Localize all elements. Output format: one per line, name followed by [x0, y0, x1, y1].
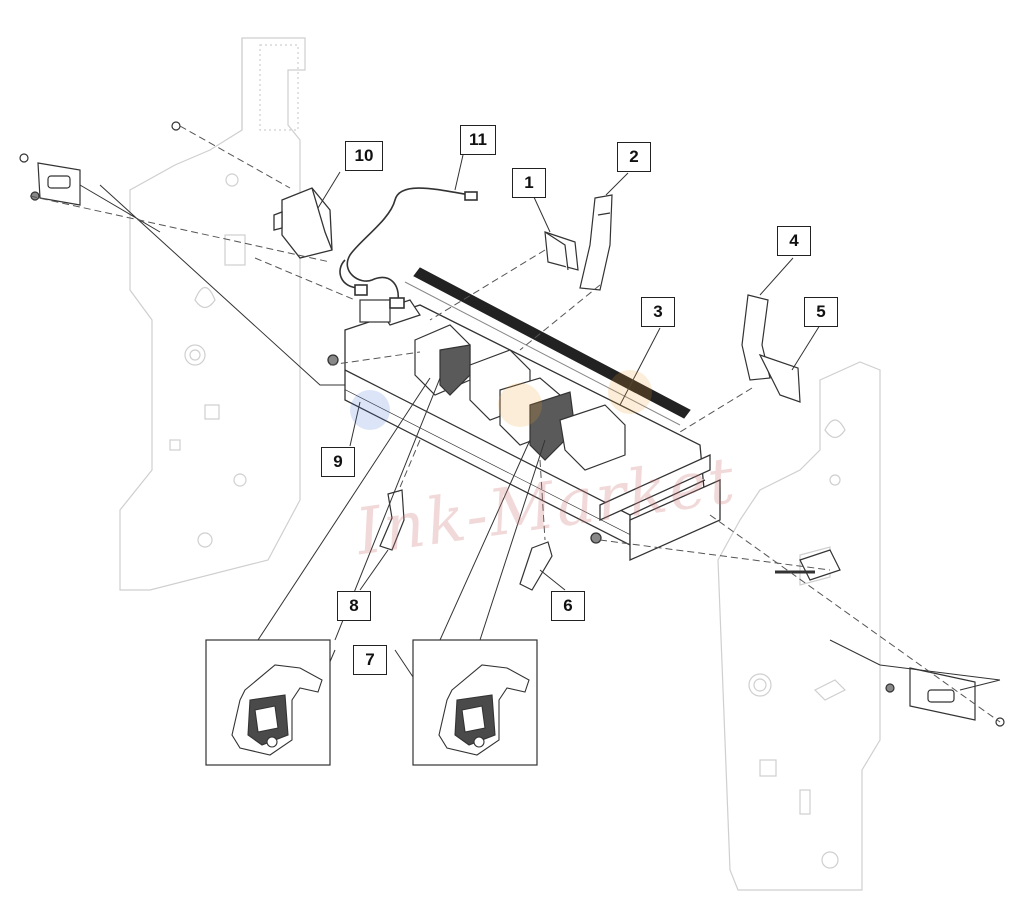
watermark-logo [350, 370, 652, 430]
callout-3: 3 [641, 297, 675, 327]
right-bracket-screws [775, 549, 1005, 727]
part-2-bracket [579, 194, 613, 291]
callout-6: 6 [551, 591, 585, 621]
callout-7: 7 [353, 645, 387, 675]
part-5-bracket [758, 353, 801, 403]
callout-8: 8 [337, 591, 371, 621]
callout-2: 2 [617, 142, 651, 172]
part-8-clip [379, 489, 405, 551]
callout-10: 10 [345, 141, 383, 171]
part-11-cable [339, 187, 478, 309]
callout-9: 9 [321, 447, 355, 477]
part-6-clip [519, 541, 553, 591]
callout-5: 5 [804, 297, 838, 327]
callout-11: 11 [460, 125, 496, 155]
inset-left [205, 639, 331, 766]
left-bracket-screws [19, 121, 181, 206]
right-side-frame [717, 361, 881, 891]
inset-right [412, 639, 538, 766]
callout-1: 1 [512, 168, 546, 198]
callout-4: 4 [777, 226, 811, 256]
left-side-frame [119, 37, 306, 591]
part-1-bracket [544, 231, 579, 271]
top-strip [404, 267, 691, 426]
stapler-heads-on-rail [359, 299, 626, 471]
dashed-guide-lines [29, 125, 1001, 723]
